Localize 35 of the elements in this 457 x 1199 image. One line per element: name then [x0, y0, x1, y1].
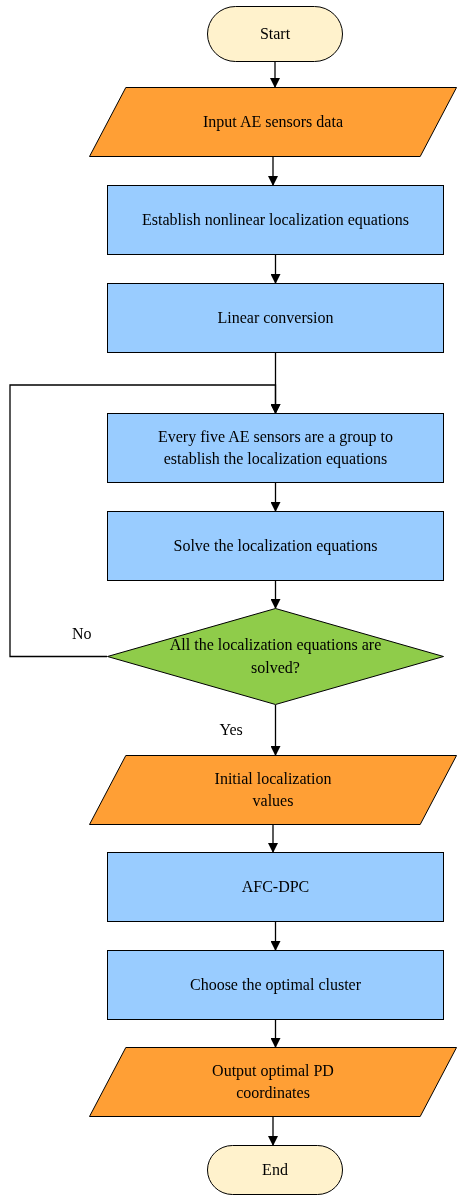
arrow: [270, 921, 281, 951]
node-text: Linear conversion: [217, 307, 334, 328]
arrow: [268, 1116, 278, 1146]
process-box: [107, 852, 444, 922]
node-text: AFC-DPC: [241, 876, 310, 897]
terminal-shape: [207, 1145, 343, 1195]
process-box: [107, 511, 444, 581]
arrow: [270, 1019, 281, 1048]
node-text: Initial localization values: [213, 768, 333, 811]
arrow: [268, 824, 278, 853]
process-box: [107, 950, 444, 1020]
arrow: [268, 156, 278, 186]
node-text: Every five AE sensors are a group to establish the localization equations: [156, 426, 394, 470]
node-text: Choose the optimal cluster: [189, 974, 362, 996]
data-parallelogram: [89, 1047, 457, 1117]
arrow: [9, 384, 281, 658]
data-parallelogram: [89, 87, 457, 157]
data-parallelogram: [89, 755, 457, 825]
process-box: [107, 283, 444, 353]
decision-diamond: [107, 608, 444, 705]
node-text: All the localization equations are solved?: [168, 635, 383, 678]
node-text: Solve the localization equations: [173, 535, 378, 557]
arrow: [270, 61, 280, 88]
arrow: [270, 580, 281, 609]
node-text: Output optimal PD coordinates: [211, 1060, 335, 1103]
arrow: [270, 254, 281, 284]
node-text: End: [262, 1159, 288, 1180]
process-box: [107, 413, 444, 483]
arrow: [270, 482, 281, 512]
process-box: [107, 185, 444, 255]
node-text: Start: [259, 23, 291, 44]
node-text: Establish nonlinear localization equations: [141, 209, 409, 231]
arrow: [270, 704, 281, 756]
node-text: Input AE sensors data: [203, 111, 343, 133]
terminal-shape: [207, 6, 343, 62]
